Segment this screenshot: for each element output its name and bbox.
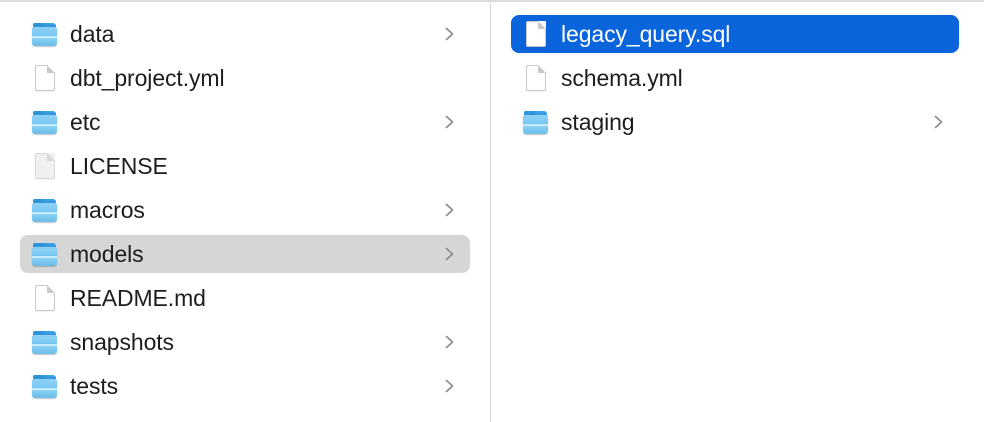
document-icon [523,19,549,49]
item-label: staging [561,109,635,135]
folder-row[interactable]: data [20,15,470,53]
folder-row[interactable]: macros [20,191,470,229]
chevron-right-icon [444,247,456,261]
folder-icon [32,107,58,137]
file-row[interactable]: schema.yml [511,59,959,97]
item-label: README.md [70,285,206,311]
item-label: data [70,21,115,47]
item-label: tests [70,373,119,399]
folder-icon [32,239,58,269]
item-label: snapshots [70,329,174,355]
chevron-right-icon [444,27,456,41]
file-row[interactable]: README.md [20,279,470,317]
folder-icon [32,195,58,225]
document-icon [32,63,58,93]
file-row[interactable]: legacy_query.sql [511,15,959,53]
item-label: LICENSE [70,153,168,179]
document-icon [523,63,549,93]
item-label: macros [70,197,145,223]
folder-icon [32,371,58,401]
document-icon [32,283,58,313]
item-label: dbt_project.yml [70,65,225,91]
chevron-right-icon [444,335,456,349]
file-row[interactable]: LICENSE [20,147,470,185]
folder-row[interactable]: tests [20,367,470,405]
chevron-right-icon [933,115,945,129]
item-label: etc [70,109,101,135]
item-label: legacy_query.sql [561,21,731,47]
chevron-right-icon [444,115,456,129]
folder-icon [523,107,549,137]
folder-row[interactable]: staging [511,103,959,141]
folder-row[interactable]: models [20,235,470,273]
chevron-right-icon [444,379,456,393]
folder-icon [32,19,58,49]
folder-icon [32,327,58,357]
item-label: schema.yml [561,65,683,91]
folder-row[interactable]: etc [20,103,470,141]
file-row[interactable]: dbt_project.yml [20,59,470,97]
item-label: models [70,241,144,267]
document-plain-icon [32,151,58,181]
column-child: legacy_query.sql schema.yml staging [491,2,983,422]
chevron-right-icon [444,203,456,217]
folder-row[interactable]: snapshots [20,323,470,361]
